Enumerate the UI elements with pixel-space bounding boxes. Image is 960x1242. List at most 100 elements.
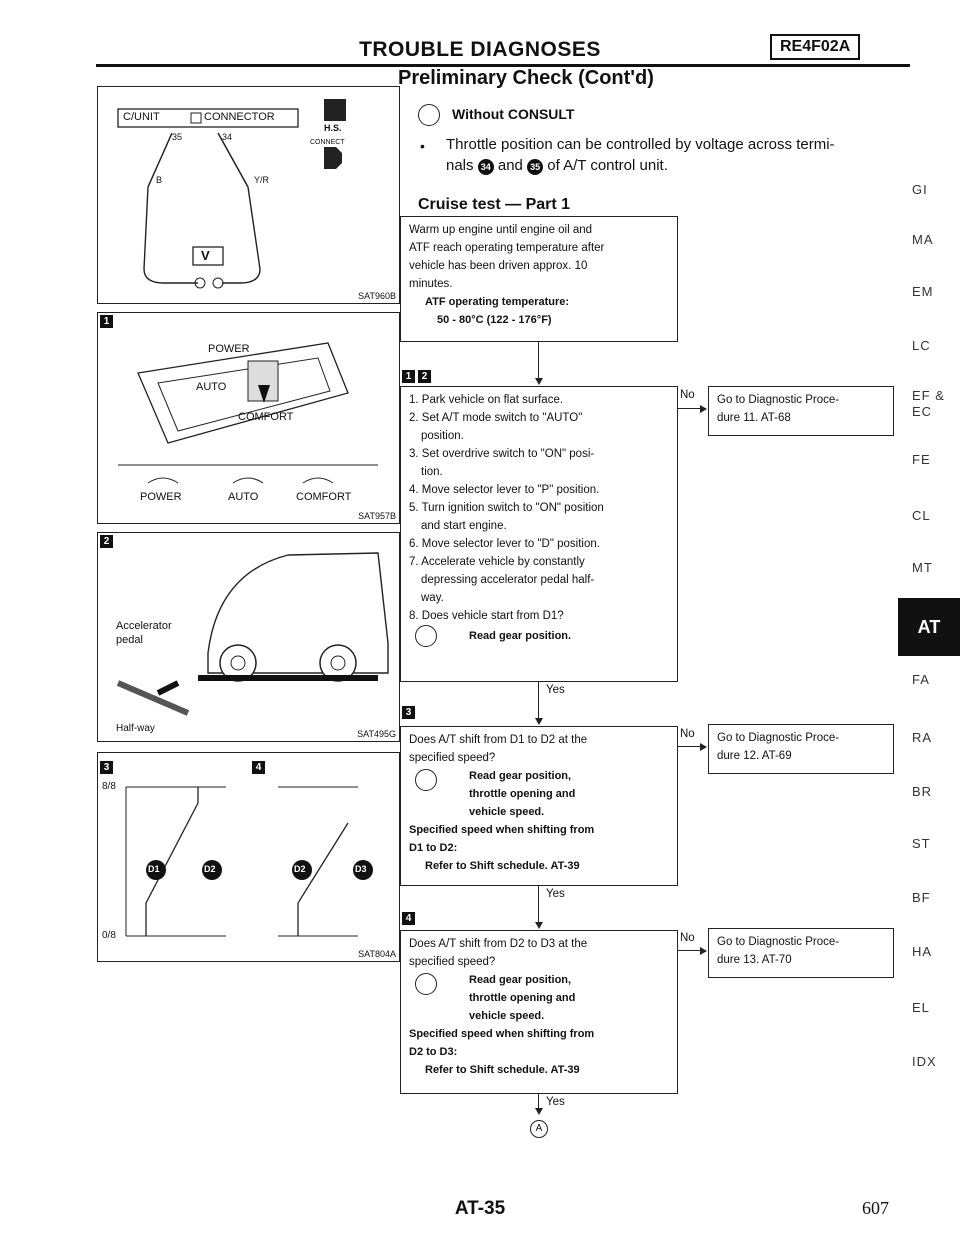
connector-a-marker: A <box>530 1120 548 1138</box>
pin-35-label: 35 <box>172 132 183 142</box>
section-tab-ef[interactable]: EF & <box>912 388 945 403</box>
atf-temp-value: 50 - 80°C (122 - 176°F) <box>437 314 552 326</box>
proc2-note: Read gear position, throttle opening and… <box>409 767 669 821</box>
accelerator-drawing <box>116 552 389 716</box>
proc1-line10: 7. Accelerate vehicle by constantly <box>409 556 585 568</box>
page-label: AT-35 <box>454 1198 506 1219</box>
figure-code: SAT960B <box>358 291 396 301</box>
no-box-2: Go to Diagnostic Proce- dure 12. AT-69 <box>708 724 894 774</box>
page-number: 607 <box>862 1198 889 1218</box>
no-label-3: No <box>680 932 695 944</box>
step-1-marker: 1 <box>100 315 113 328</box>
proc2-line2: specified speed? <box>409 752 496 764</box>
no-box-1-line1: Go to Diagnostic Proce- <box>717 394 840 406</box>
section-tab-idx[interactable]: IDX <box>912 1054 937 1069</box>
section-tab-lc[interactable]: LC <box>912 338 931 353</box>
flow-line <box>678 950 702 952</box>
section-tab-el[interactable]: EL <box>912 1000 930 1015</box>
section-tab-bf[interactable]: BF <box>912 890 931 905</box>
proc1-line5: tion. <box>421 466 443 478</box>
yes-label-3: Yes <box>546 1096 565 1108</box>
connector-label: CONNECTOR <box>204 111 275 123</box>
consult-off-icon <box>415 769 437 791</box>
step-4-marker-flow: 4 <box>402 912 415 925</box>
section-tab-mt[interactable]: MT <box>912 560 933 575</box>
section-tab-st[interactable]: ST <box>912 836 931 851</box>
figure-accelerator: 2 Accelerator pedal Half-way SAT495G <box>97 532 400 742</box>
proc2-note-line3: vehicle speed. <box>469 806 545 818</box>
flow-line <box>538 342 540 382</box>
voltmeter-icon: V <box>201 248 210 263</box>
section-tab-br[interactable]: BR <box>912 784 933 799</box>
power-label: POWER <box>140 491 182 503</box>
shift-graphs-drawing <box>125 786 373 937</box>
power-label-top: POWER <box>208 343 250 355</box>
accelerator-label-line1: Accelerator <box>116 620 172 632</box>
flow-line <box>678 408 702 410</box>
cruise-test-title: Cruise test — Part 1 <box>418 196 571 213</box>
wire-b-label: B <box>156 175 163 185</box>
no-label-1: No <box>680 389 695 401</box>
section-tab-at-active[interactable]: AT <box>898 598 960 656</box>
flow-arrow-down <box>534 922 543 929</box>
graph-bottom-label: 0/8 <box>102 930 116 941</box>
connector-diagram-drawing <box>117 99 346 289</box>
bullet-text-nals: nals <box>446 157 474 174</box>
proc3-note-line2: throttle opening and <box>469 992 576 1004</box>
warm-up-line1: Warm up engine until engine oil and <box>409 224 593 236</box>
section-tab-ma[interactable]: MA <box>912 232 934 247</box>
flow-line <box>538 886 540 926</box>
warm-up-line4: minutes. <box>409 278 453 290</box>
bullet-text-tail: of A/T control unit. <box>547 157 668 174</box>
no-box-2-line1: Go to Diagnostic Proce- <box>717 732 840 744</box>
figure-shift-graphs: 3 4 8/8 0/8 D1 D2 D2 D3 SAT804A <box>97 752 400 962</box>
pin-34-label: 34 <box>222 132 233 142</box>
proc2-spec-line1: Specified speed when shifting from <box>409 824 595 836</box>
auto-label-top: AUTO <box>196 381 227 393</box>
proc1-line11: depressing accelerator pedal half- <box>421 574 595 586</box>
flow-arrow-right <box>700 946 707 955</box>
proc1-line1: 1. Park vehicle on flat surface. <box>409 394 564 406</box>
bullet-text-and: and <box>497 157 523 174</box>
proc3-line1: Does A/T shift from D2 to D3 at the <box>409 938 588 950</box>
section-tab-fe[interactable]: FE <box>912 452 931 467</box>
no-box-3-line2: dure 13. AT-70 <box>717 954 792 966</box>
proc2-line1: Does A/T shift from D1 to D2 at the <box>409 734 588 746</box>
no-box-1-line2: dure 11. AT-68 <box>717 412 791 424</box>
accelerator-label-line2: pedal <box>116 634 143 646</box>
yes-label-1: Yes <box>546 684 565 696</box>
proc1-note: Read gear position. <box>409 625 669 647</box>
bullet-text-line1: Throttle position can be controlled by v… <box>446 136 835 153</box>
procedure-box-3: Does A/T shift from D2 to D3 at the spec… <box>400 930 678 1094</box>
read-gear-position-note: Read gear position. <box>469 630 572 642</box>
no-box-3: Go to Diagnostic Proce- dure 13. AT-70 <box>708 928 894 978</box>
halfway-label: Half-way <box>116 723 155 734</box>
proc1-line13: 8. Does vehicle start from D1? <box>409 610 564 622</box>
warm-up-line2: ATF reach operating temperature after <box>409 242 605 254</box>
section-tab-ec[interactable]: EC <box>912 404 933 419</box>
step-4-marker: 4 <box>252 761 265 774</box>
figure-code: SAT495G <box>357 729 396 739</box>
flow-line <box>538 1094 540 1112</box>
section-tab-gi[interactable]: GI <box>912 182 928 197</box>
flow-line <box>538 682 540 722</box>
figure-code: SAT804A <box>358 949 396 959</box>
section-tab-fa[interactable]: FA <box>912 672 930 687</box>
section-tab-em[interactable]: EM <box>912 284 934 299</box>
proc3-spec-line3: Refer to Shift schedule. AT-39 <box>425 1064 580 1076</box>
warm-up-box: Warm up engine until engine oil and ATF … <box>400 216 678 342</box>
figure-mode-switch: 1 POWER AUTO COMFORT POWER AUTO COMFORT … <box>97 312 400 524</box>
flow-arrow-down <box>534 378 543 385</box>
section-tab-ha[interactable]: HA <box>912 944 933 959</box>
no-box-1: Go to Diagnostic Proce- dure 11. AT-68 <box>708 386 894 436</box>
bullet-icon: • <box>420 138 425 154</box>
consult-off-icon <box>415 625 437 647</box>
proc3-note: Read gear position, throttle opening and… <box>409 971 669 1025</box>
section-tab-cl[interactable]: CL <box>912 508 931 523</box>
model-code-badge: RE4F02A <box>770 34 861 60</box>
step-2-marker: 2 <box>100 535 113 548</box>
cunit-label: C/UNIT <box>123 111 160 123</box>
proc2-spec-line3: Refer to Shift schedule. AT-39 <box>425 860 580 872</box>
step-1-marker-flow: 1 <box>402 370 415 383</box>
section-tab-ra[interactable]: RA <box>912 730 933 745</box>
